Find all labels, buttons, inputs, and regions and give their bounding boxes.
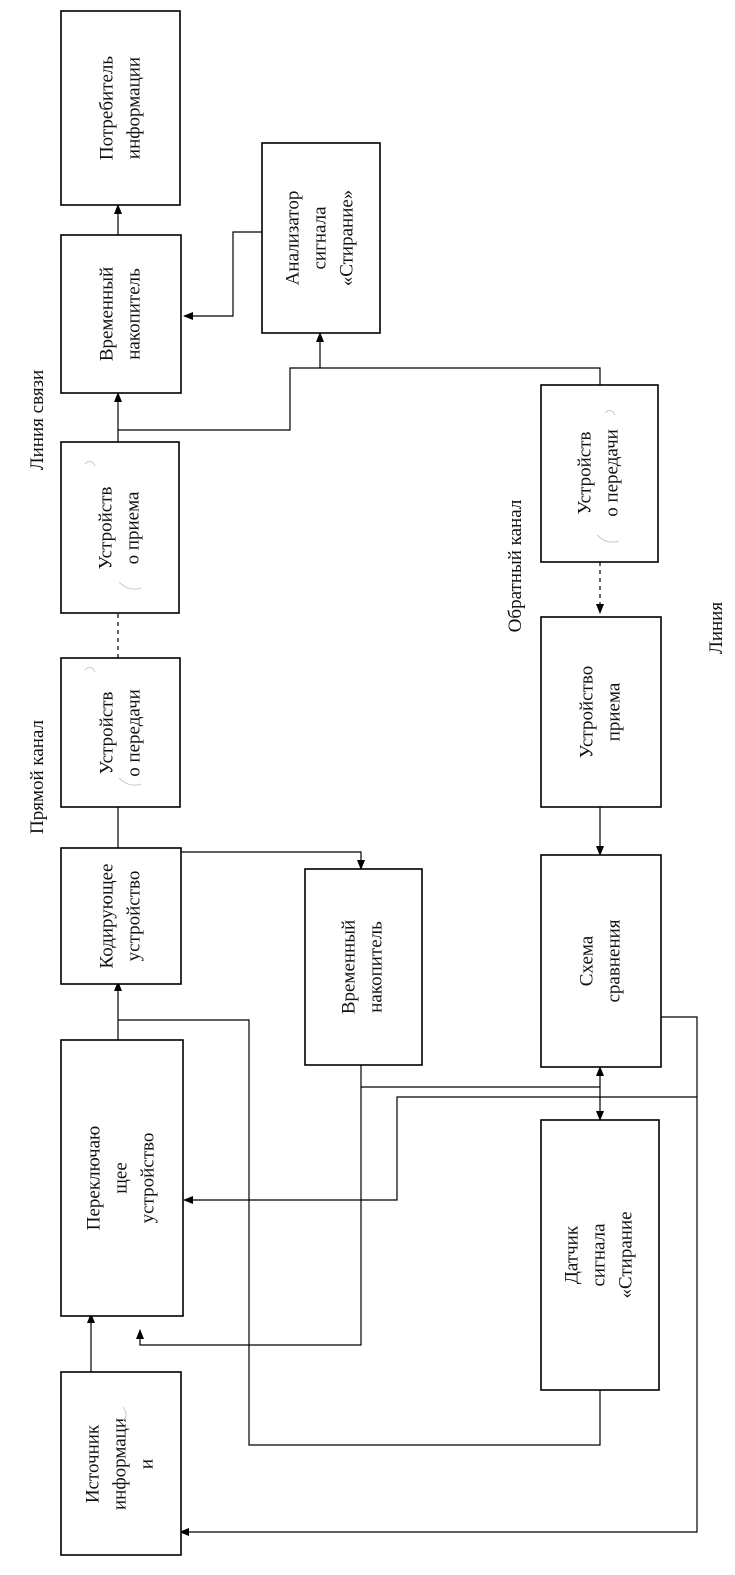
arrow-control-to-switch (183, 1096, 697, 1204)
arrow-comparator-to-source (179, 1016, 698, 1536)
label-tx-forward-2: о передачи (123, 689, 144, 777)
block-buffer-sender: Временный накопитель (304, 868, 423, 1066)
block-encoder: Кодирующее устройство (60, 847, 182, 985)
label-forward-link: Линия связи (27, 370, 48, 470)
label-encoder-2: устройство (123, 871, 144, 962)
label-source-2: информаци (109, 1418, 130, 1510)
block-erase-sensor: Датчик сигнала «Стирание (540, 1119, 660, 1391)
label-source-3: и (136, 1459, 157, 1469)
arrow-analyzer-to-buffer (183, 231, 262, 320)
label-switch-2: щее (110, 1162, 131, 1194)
label-erase-analyzer-2: сигнала (309, 206, 330, 270)
label-erase-analyzer-1: Анализатор (282, 191, 303, 286)
block-rx-forward: Устройств о приема (60, 441, 180, 614)
block-tx-reverse: Устройств о передачи (540, 384, 659, 563)
label-erase-analyzer-3: «Стирание» (336, 190, 357, 287)
label-rx-reverse-2: приема (603, 682, 624, 741)
line-buffer-to-bus (360, 1065, 600, 1088)
label-rx-forward-1: Устройств (95, 486, 116, 569)
label-tx-reverse-2: о передачи (601, 429, 622, 517)
block-buffer-receiver: Временный накопитель (60, 234, 182, 394)
block-comparator: Схема сравнения (540, 854, 662, 1068)
label-comparator-1: Схема (576, 935, 597, 986)
arrow-sensor-to-encoder (118, 1019, 601, 1446)
label-encoder-1: Кодирующее (96, 864, 117, 969)
label-buffer-sender-1: Временный (338, 920, 359, 1014)
label-forward-channel: Прямой канал (27, 719, 48, 834)
label-reverse-channel: Обратный канал (505, 499, 526, 632)
label-comparator-2: сравнения (603, 919, 624, 1002)
label-buffer-receiver-1: Временный (96, 267, 117, 361)
label-buffer-sender-2: накопитель (365, 921, 386, 1013)
label-switch-3: устройство (137, 1133, 158, 1224)
label-erase-sensor-2: сигнала (588, 1223, 609, 1287)
label-erase-sensor-1: Датчик (561, 1225, 582, 1284)
block-tx-forward: Устройств о передачи (60, 657, 181, 808)
label-consumer-1: Потребитель (96, 56, 117, 160)
label-rx-reverse-1: Устройство (576, 666, 597, 758)
connectors (87, 204, 698, 1536)
label-tx-reverse-1: Устройств (574, 431, 595, 514)
label-tx-forward-1: Устройств (96, 691, 117, 774)
arrow-rx-to-analyzer (118, 367, 601, 431)
label-buffer-receiver-2: накопитель (123, 268, 144, 360)
label-reverse-link: Линия (706, 602, 727, 654)
label-source-1: Источник (82, 1424, 103, 1503)
arrow-buffer-to-switch (136, 1087, 362, 1346)
label-switch-1: Переключаю (83, 1126, 104, 1230)
block-rx-reverse: Устройство приема (540, 616, 662, 808)
arrow-encoder-to-buffer (118, 851, 365, 870)
block-switch: Переключаю щее устройство (60, 1039, 184, 1317)
block-source: Источник информаци и (60, 1371, 182, 1556)
block-erase-analyzer: Анализатор сигнала «Стирание» (261, 142, 381, 334)
label-rx-forward-2: о приема (122, 491, 143, 564)
label-erase-sensor-3: «Стирание (615, 1211, 636, 1298)
label-consumer-2: информации (123, 57, 144, 159)
block-consumer: Потребитель информации (60, 10, 181, 206)
